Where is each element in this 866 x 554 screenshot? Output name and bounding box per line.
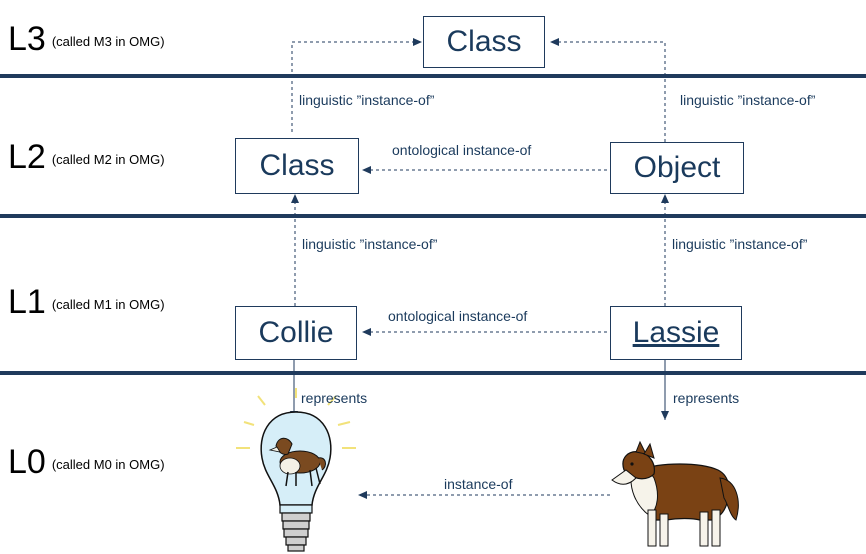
lightbulb-icon: [236, 388, 356, 552]
level-l0-name: L0: [8, 443, 46, 481]
level-l1: L1 (called M1 in OMG): [8, 285, 165, 326]
level-l2: L2 (called M2 in OMG): [8, 140, 165, 181]
label-ling-l3-right: linguistic ”instance-of”: [680, 92, 816, 108]
arrow-l2class-to-l3class: [291, 38, 422, 132]
l1-lassie-box: Lassie: [610, 306, 742, 360]
separator-l2-l1: [0, 214, 866, 218]
level-l3-name: L3: [8, 20, 46, 58]
collie-dog-icon: [611, 440, 739, 547]
level-l0: L0 (called M0 in OMG): [8, 445, 165, 486]
level-l0-note: (called M0 in OMG): [51, 457, 165, 472]
l3-class-box: Class: [423, 16, 545, 68]
level-l2-name: L2: [8, 138, 46, 176]
label-represents-left: represents: [301, 390, 368, 406]
label-onto-l1: ontological instance-of: [388, 308, 528, 324]
separator-l1-l0: [0, 371, 866, 375]
separator-l3-l2: [0, 74, 866, 78]
label-ling-l2-right: linguistic ”instance-of”: [672, 236, 808, 252]
label-ling-l3-left: linguistic ”instance-of”: [299, 92, 435, 108]
l3-class-label: Class: [446, 25, 522, 58]
l2-object-label: Object: [633, 151, 721, 184]
label-instance-of: instance-of: [444, 476, 513, 492]
level-l1-name: L1: [8, 283, 46, 321]
l2-class-box: Class: [235, 138, 359, 194]
level-l1-note: (called M1 in OMG): [51, 297, 165, 312]
l1-collie-box: Collie: [235, 306, 357, 360]
level-l3: L3 (called M3 in OMG): [8, 22, 165, 63]
l2-object-box: Object: [610, 142, 744, 194]
label-onto-l2: ontological instance-of: [392, 142, 532, 158]
l2-class-label: Class: [259, 149, 335, 182]
label-represents-right: represents: [673, 390, 740, 406]
arrow-l2object-to-l3class: [550, 38, 666, 142]
level-l3-note: (called M3 in OMG): [51, 34, 165, 49]
label-ling-l2-left: linguistic ”instance-of”: [302, 236, 438, 252]
level-l2-note: (called M2 in OMG): [51, 152, 165, 167]
l1-lassie-label: Lassie: [632, 316, 720, 349]
l1-collie-label: Collie: [258, 316, 334, 349]
